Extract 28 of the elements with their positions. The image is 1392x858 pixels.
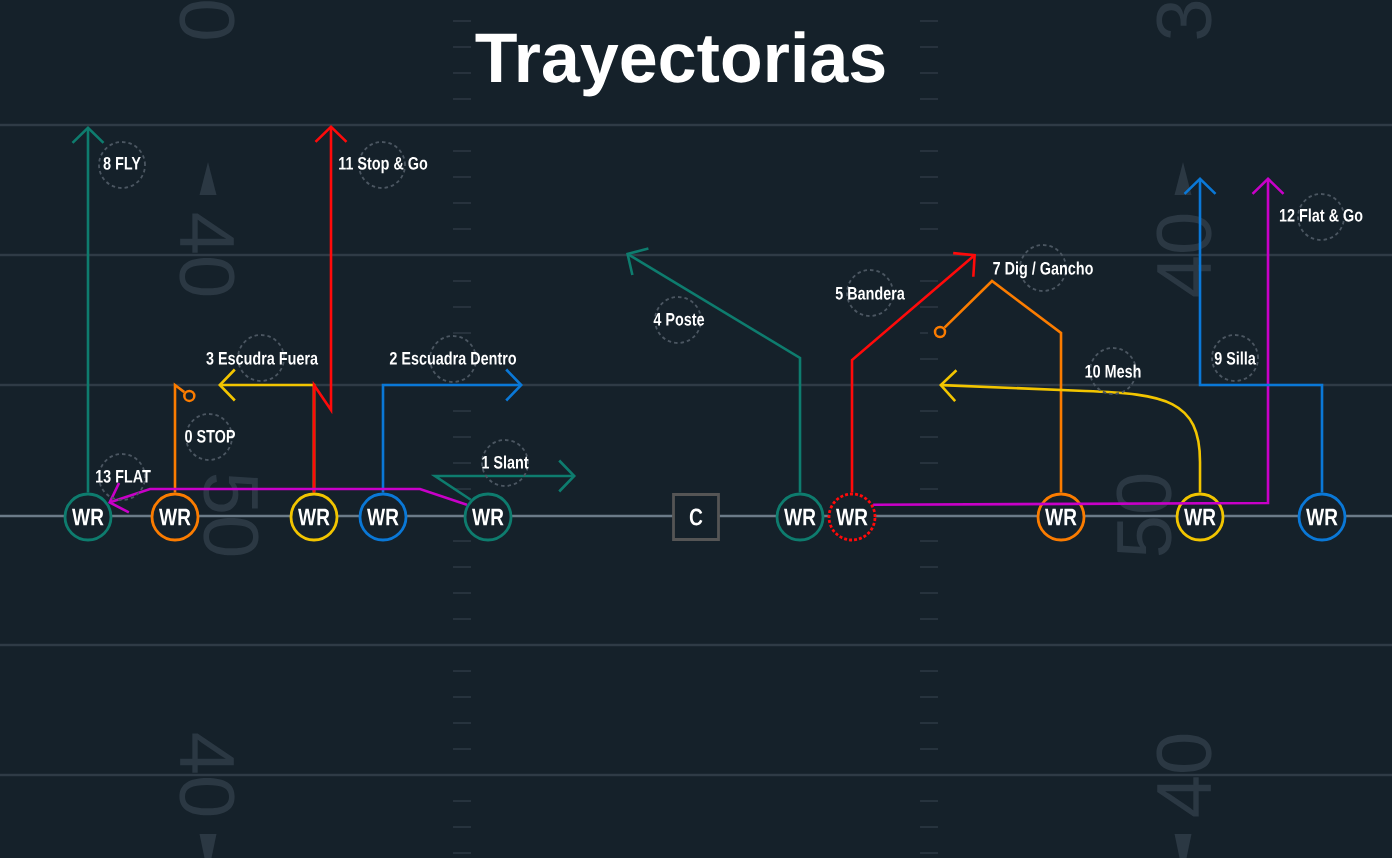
- route-line: [943, 279, 1063, 493]
- route-arrow: [939, 369, 1202, 493]
- route-arrow: [108, 482, 468, 514]
- player-square: C: [672, 493, 720, 541]
- route-label: 3 Escudra Fuera: [206, 334, 319, 382]
- route-arrow: [873, 177, 1285, 507]
- route-label: 7 Dig / Gancho: [993, 244, 1093, 292]
- route-line: [173, 382, 186, 493]
- route-label: 10 Mesh: [1085, 347, 1141, 395]
- route-arrow: [312, 125, 348, 493]
- route-label: 0 STOP: [185, 413, 235, 461]
- end-ring: [933, 325, 947, 339]
- end-ring: [183, 389, 196, 403]
- route-label: 4 Poste: [653, 296, 705, 344]
- route-label: 12 Flat & Go: [1279, 193, 1363, 241]
- route-label: 11 Stop & Go: [339, 141, 428, 189]
- route-arrow: [1183, 177, 1324, 493]
- route-arrow: [381, 368, 523, 493]
- route-arrow: [850, 251, 976, 493]
- route-label: 9 Silla: [1211, 334, 1259, 382]
- route-label: 1 Slant: [481, 439, 529, 487]
- route-arrow: [71, 126, 105, 493]
- route-label: 2 Escuadra Dentro: [389, 335, 517, 383]
- route-arrow: [430, 459, 576, 501]
- route-arrow: [626, 247, 802, 493]
- route-label: 5 Bandera: [835, 269, 905, 317]
- route-label: 8 FLY: [98, 141, 146, 189]
- title: Trayectorias: [475, 31, 885, 97]
